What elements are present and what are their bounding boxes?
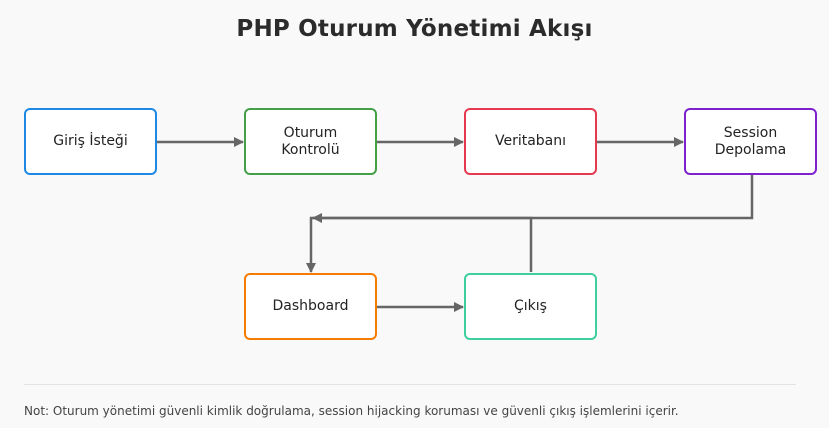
footer-divider — [24, 384, 796, 385]
edge-logout-to-dashboard — [312, 213, 533, 272]
node-session-storage: Session Depolama — [684, 108, 817, 175]
node-dashboard: Dashboard — [244, 273, 377, 340]
footer-note: Not: Oturum yönetimi güvenli kimlik doğr… — [24, 404, 679, 418]
node-request: Giriş İsteği — [24, 108, 157, 175]
node-database: Veritabanı — [464, 108, 597, 175]
node-session-check: Oturum Kontrolü — [244, 108, 377, 175]
diagram-title: PHP Oturum Yönetimi Akışı — [236, 16, 593, 42]
node-logout: Çıkış — [464, 273, 597, 340]
